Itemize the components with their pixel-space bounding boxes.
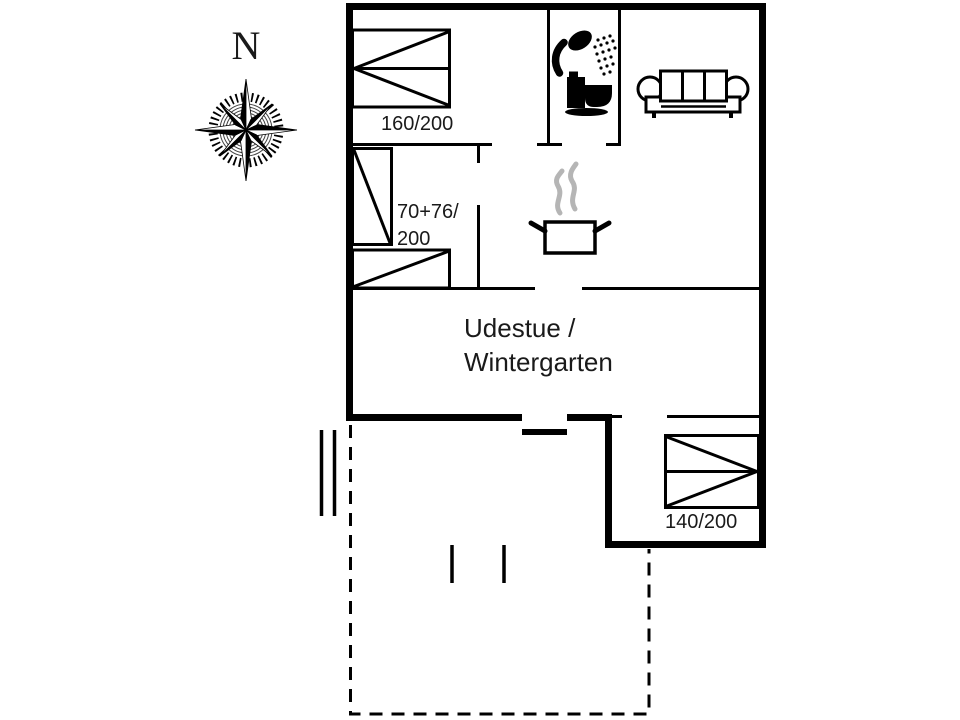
double-bed-icon <box>351 28 451 109</box>
plan-marks <box>319 430 506 583</box>
shower-spray-dots <box>593 34 617 76</box>
sliding-door-leaf <box>522 429 567 435</box>
outer-walls <box>346 3 766 548</box>
cooking-pot-icon <box>528 220 612 255</box>
bed-size-label-left: 70+76/200 <box>397 199 459 253</box>
steam-icon <box>554 161 579 216</box>
wall-bottom-mid <box>567 414 612 421</box>
shower-head-icon <box>551 30 617 77</box>
bed-size-label-left-line1: 70+76/ <box>397 201 459 223</box>
terrace-outline <box>349 425 651 716</box>
compass-rose-icon <box>194 78 298 182</box>
wall-bottom-right <box>605 541 766 548</box>
wall-top <box>346 3 766 10</box>
compass-north-label: N <box>231 23 261 68</box>
bed-size-label-bottom: 140/200 <box>665 511 738 533</box>
wall-left <box>346 3 353 421</box>
interior-walls <box>353 10 759 418</box>
single-bed-icon <box>351 248 451 290</box>
wall-step-vertical <box>605 414 612 548</box>
wall-right <box>759 3 766 548</box>
wall-bottom-left <box>346 414 522 421</box>
room-name-sunroom: Udestue / Wintergarten <box>464 311 613 379</box>
room-name-line1: Udestue / <box>464 313 576 343</box>
bed-size-label-top: 160/200 <box>381 113 454 135</box>
bed-size-label-left-line2: 200 <box>397 228 431 250</box>
toilet-icon <box>565 71 612 116</box>
single-bed-icon <box>351 147 393 246</box>
double-bed-icon <box>664 434 760 509</box>
room-name-line2: Wintergarten <box>464 347 613 377</box>
sofa-icon <box>636 69 750 118</box>
